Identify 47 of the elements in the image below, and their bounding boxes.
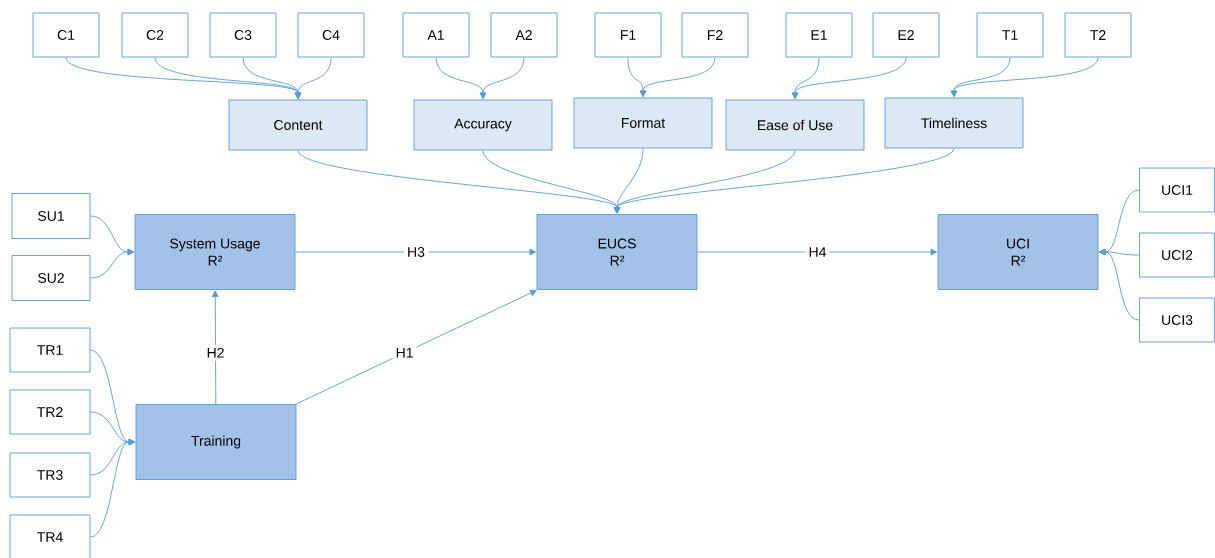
arrow bbox=[295, 289, 537, 405]
indicator-box: F1 bbox=[594, 12, 662, 58]
arrow bbox=[613, 148, 955, 214]
edge-label: H1 bbox=[392, 344, 417, 361]
arrow bbox=[950, 57, 1099, 97]
arrow bbox=[791, 57, 907, 99]
construct-box: Accuracy bbox=[413, 99, 553, 151]
construct-box: Timeliness bbox=[884, 97, 1024, 149]
arrow bbox=[295, 248, 536, 256]
indicator-box: TR4 bbox=[9, 514, 91, 558]
latent-variable-box: EUCS R² bbox=[536, 214, 698, 290]
arrow bbox=[1099, 248, 1140, 321]
indicator-box: C1 bbox=[32, 12, 100, 58]
latent-variable-box: System Usage R² bbox=[134, 214, 296, 290]
indicator-box: T1 bbox=[976, 12, 1044, 58]
indicator-box: F2 bbox=[681, 12, 749, 58]
indicator-box: A1 bbox=[402, 12, 470, 58]
indicator-box: A2 bbox=[490, 12, 558, 58]
latent-variable-box: UCI R² bbox=[937, 214, 1099, 290]
arrow bbox=[211, 290, 219, 405]
arrow bbox=[697, 248, 937, 256]
construct-box: Format bbox=[573, 97, 713, 149]
arrow bbox=[90, 438, 135, 538]
indicator-box: E1 bbox=[785, 12, 853, 58]
edge-label: H4 bbox=[805, 244, 830, 260]
construct-box: Content bbox=[228, 99, 368, 151]
indicator-box: E2 bbox=[872, 12, 940, 58]
indicator-box: C4 bbox=[297, 12, 365, 58]
indicator-box: C2 bbox=[121, 12, 189, 58]
indicator-box: TR2 bbox=[9, 389, 91, 435]
arrow bbox=[90, 248, 134, 279]
indicator-box: SU2 bbox=[11, 255, 91, 301]
edge-label: H2 bbox=[203, 344, 228, 361]
indicator-box: TR1 bbox=[9, 327, 91, 373]
arrow bbox=[639, 57, 716, 97]
arrow bbox=[294, 57, 332, 99]
edge-label: H3 bbox=[404, 244, 428, 260]
indicator-box: UCI1 bbox=[1139, 167, 1215, 213]
indicator-box: SU1 bbox=[11, 193, 91, 239]
indicator-box: UCI2 bbox=[1139, 232, 1215, 278]
indicator-box: T2 bbox=[1064, 12, 1132, 58]
indicator-box: UCI3 bbox=[1139, 297, 1215, 343]
arrow bbox=[479, 57, 525, 99]
indicator-box: C3 bbox=[209, 12, 277, 58]
latent-variable-box: Training bbox=[135, 404, 297, 480]
construct-box: Ease of Use bbox=[725, 99, 865, 151]
indicator-box: TR3 bbox=[9, 452, 91, 498]
